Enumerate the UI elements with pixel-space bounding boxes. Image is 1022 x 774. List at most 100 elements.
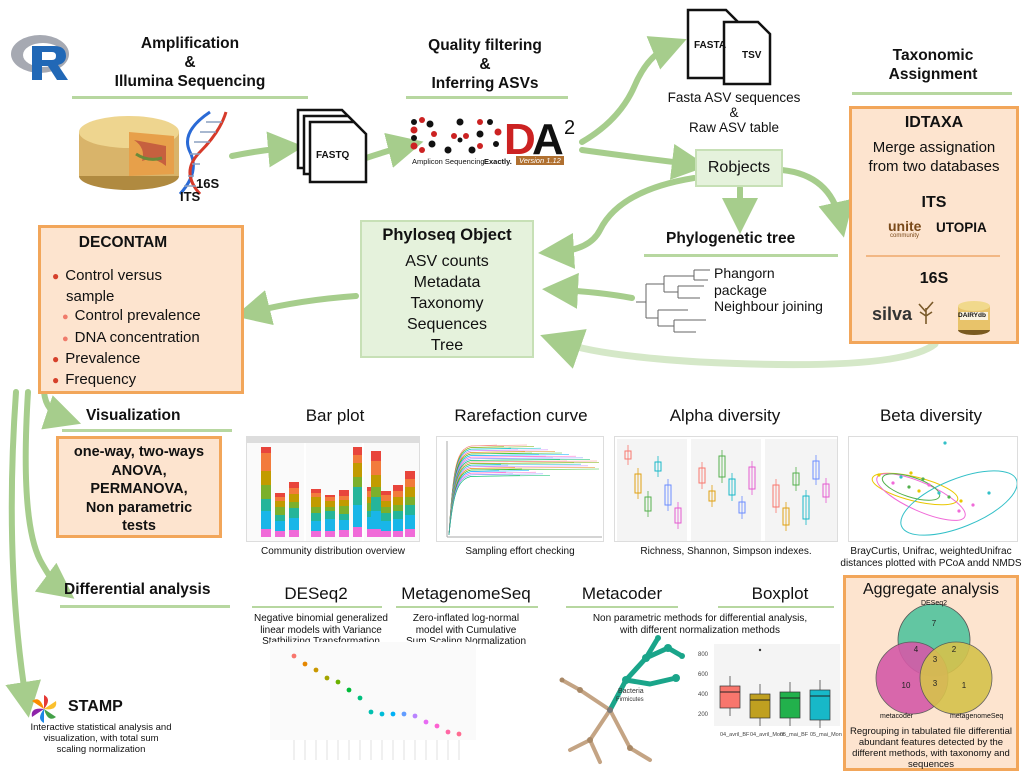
boxplot-x-tick: 04_avril_Mont [750, 732, 785, 738]
beta-point [927, 483, 931, 487]
robjects-label: Robjects [707, 159, 771, 176]
arrow-robjects-to-phyloseq [538, 175, 697, 269]
metagenomeseq-title: MetagenomeSeq [401, 584, 531, 603]
taxonomic-underline [852, 92, 1012, 95]
arrow-decontam-to-diff [22, 389, 75, 599]
barplot-caption: Community distribution overview [261, 546, 405, 557]
bar-segment [393, 491, 403, 497]
quality-header: Quality filtering & Inferring ASVs [428, 37, 542, 92]
bar-segment [353, 527, 363, 537]
alpha-box [728, 478, 736, 496]
deseq-dot [335, 679, 341, 685]
venn-count: 2 [952, 645, 957, 654]
venn-count: 4 [914, 645, 919, 654]
phylotree-title: Phylogenetic tree [666, 230, 796, 247]
deseq-dot [423, 719, 429, 725]
decontam-list: Control versus sample Control prevalence… [52, 266, 201, 390]
utopia-label: UTOPIA [936, 220, 987, 235]
rarefaction-curve [448, 452, 563, 536]
decontam-item: Control prevalence [52, 306, 201, 328]
bar-segment [371, 529, 381, 537]
dada2-subtitle: Amplicon Sequencing. [412, 157, 487, 166]
bar-segment [289, 494, 299, 502]
deseq-dot [434, 723, 440, 729]
decontam-item: Control versus [52, 266, 201, 287]
venn-label-deseq2: DESeq2 [920, 600, 948, 607]
bar-segment [381, 521, 391, 531]
arrow-seq-to-fastq [229, 131, 304, 168]
bar-segment [339, 530, 349, 537]
fastq-label: FASTQ [316, 150, 350, 161]
beta-thumbnail [848, 436, 1018, 542]
bar-segment [371, 475, 381, 487]
dada2-version: Version 1.12 [516, 156, 564, 165]
arrow-phyloseq-to-decontam [234, 290, 359, 326]
rarefaction-curve [448, 467, 596, 536]
robjects-box[interactable]: Robjects [695, 149, 783, 187]
deseq-dot [445, 729, 451, 735]
bar-segment [393, 497, 403, 505]
bar-segment [405, 487, 415, 497]
alpha-thumbnail [614, 436, 838, 542]
dairydb-logo-icon [958, 301, 990, 335]
phylogenetic-tree-icon [636, 269, 710, 333]
cheese-image [79, 116, 179, 190]
rarefaction-graphic [446, 441, 602, 538]
idtaxa-title: IDTAXA [904, 114, 964, 131]
bar-segment [381, 531, 391, 537]
decontam-item: sample [66, 287, 115, 305]
venn-label-metacoder: metacoder [880, 713, 914, 720]
arrow-decontam-to-viz [41, 389, 82, 430]
aggregate-desc: Regrouping in tabulated file differentia… [850, 726, 1012, 770]
rarefaction-curve [448, 465, 589, 536]
venn-count: 3 [933, 655, 938, 664]
bar-segment [353, 505, 363, 527]
label-16s: 16S [196, 176, 220, 191]
beta-point [947, 495, 951, 499]
16s-db-title: 16S [919, 270, 949, 287]
dada2-logo: D A 2 [408, 112, 586, 170]
bar-segment [353, 447, 363, 455]
dada2-mark: D A 2 [410, 115, 575, 164]
alpha-box [674, 507, 682, 524]
decontam-title: DECONTAM [78, 234, 168, 251]
boxplot-y-tick: 200 [698, 712, 709, 718]
decontam-item: DNA concentration [52, 328, 201, 350]
bar-segment [381, 495, 391, 501]
bar-segment [325, 519, 335, 531]
bar-segment [339, 490, 349, 496]
deseq2-dotplot [270, 642, 476, 760]
beta-point [921, 477, 925, 481]
bar-segment [325, 511, 335, 519]
alpha-caption: Richness, Shannon, Simpson indexes. [640, 546, 812, 557]
alpha-box [624, 450, 632, 460]
phyloseq-box[interactable]: Phyloseq Object ASV counts Metadata Taxo… [360, 220, 534, 358]
dairydb-label: DAIRYdb [958, 312, 986, 319]
bar-segment [289, 502, 299, 508]
deseq-dot [401, 711, 407, 717]
bar-segment [393, 511, 403, 519]
metacoder-underline [566, 606, 678, 608]
boxplot-box [779, 691, 801, 719]
bar-segment [381, 501, 391, 507]
idtaxa-subtitle: Merge assignation from two databases [868, 139, 1000, 175]
metacoder-label-bacteria: Bacteria [618, 688, 644, 695]
alpha-box [782, 507, 790, 526]
rarefaction-curve [448, 463, 582, 536]
alpha-box [708, 490, 716, 502]
bar-segment [339, 506, 349, 514]
venn-count: 3 [933, 679, 938, 688]
alpha-box [748, 466, 756, 490]
bar-segment [405, 497, 415, 505]
beta-point [917, 489, 921, 493]
bar-segment [325, 497, 335, 501]
bar-segment [405, 505, 415, 515]
arrow-taxo-to-phyloseq [540, 329, 939, 369]
bar-segment [339, 520, 349, 530]
visualization-underline [62, 429, 232, 432]
boxplot-title: Boxplot [751, 584, 809, 603]
bar-segment [289, 518, 299, 530]
alpha-box [654, 461, 662, 472]
bar-segment [339, 500, 349, 506]
